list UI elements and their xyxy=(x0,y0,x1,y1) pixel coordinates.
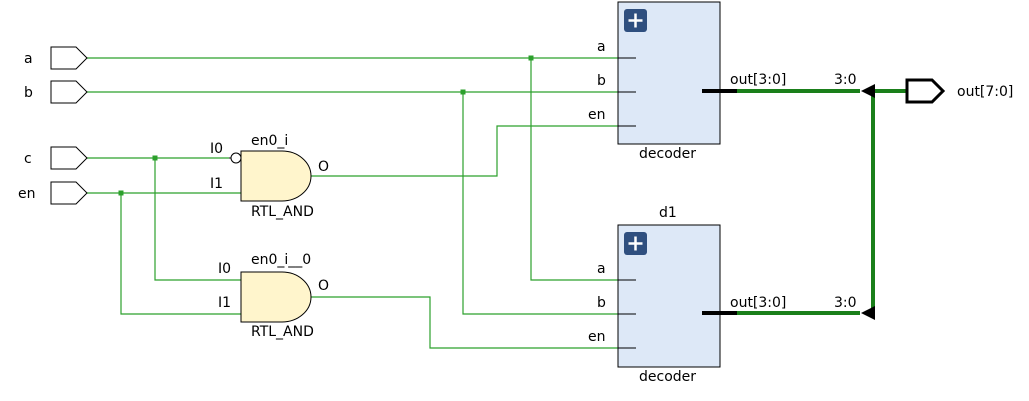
gate-instance-label: en0_i__0 xyxy=(251,252,311,268)
wire-a-to-d1[interactable] xyxy=(530,58,618,281)
wire-en-to-gate2[interactable] xyxy=(120,193,241,315)
block-pin-label-en: en xyxy=(588,107,606,123)
block-module-label: decoder xyxy=(639,369,696,385)
and-gate-icon xyxy=(240,150,312,202)
input-label-b: b xyxy=(24,85,33,101)
gate-instance-label: en0_i xyxy=(251,133,288,149)
block-instance-label: d1 xyxy=(659,205,677,221)
block-pin-label-a: a xyxy=(597,39,606,55)
block-pin-label-out: out[3:0] xyxy=(730,72,786,88)
bus-ripper-arrow-icon xyxy=(861,84,875,98)
input-port-b[interactable]: b xyxy=(24,80,88,104)
gate-pin-label-i0: I0 xyxy=(210,141,223,157)
block-pin-label-b: b xyxy=(597,295,606,311)
wires xyxy=(87,55,906,349)
wire-c-to-gate2[interactable] xyxy=(154,158,241,281)
gate-type-label: RTL_AND xyxy=(251,324,314,340)
junction-dot xyxy=(460,89,466,95)
wire-gate1-out[interactable] xyxy=(311,125,618,177)
bus-ripper-arrow-icon xyxy=(861,306,875,320)
output-label: out[7:0] xyxy=(957,84,1013,100)
bus-slice-label: 3:0 xyxy=(834,72,857,88)
junction-dot xyxy=(118,190,124,196)
wire-b-to-d1[interactable] xyxy=(462,92,618,315)
junction-dot xyxy=(152,155,158,161)
gate-pin-label-i1: I1 xyxy=(210,176,223,192)
input-label-en: en xyxy=(18,186,36,202)
and-gate-en0-i-0[interactable]: en0_i__0 I0 I1 O RTL_AND xyxy=(218,252,329,340)
block-pin-label-en: en xyxy=(588,329,606,345)
input-label-c: c xyxy=(24,151,32,167)
block-pin-label-a: a xyxy=(597,261,606,277)
input-label-a: a xyxy=(24,51,33,67)
and-gate-en0-i[interactable]: en0_i I0 I1 O RTL_AND xyxy=(210,133,329,220)
output-port-out[interactable]: out[7:0] xyxy=(905,78,1013,104)
gate-pin-label-i1: I1 xyxy=(218,295,231,311)
gate-type-label: RTL_AND xyxy=(251,204,314,220)
block-module-label: decoder xyxy=(639,146,696,162)
input-port-a[interactable]: a xyxy=(24,46,88,70)
block-pin-label-out: out[3:0] xyxy=(730,295,786,311)
bus-slice-label: 3:0 xyxy=(834,295,857,311)
input-port-en[interactable]: en xyxy=(18,181,88,205)
gate-pin-label-i0: I0 xyxy=(218,261,231,277)
wire-gate2-out[interactable] xyxy=(311,296,618,349)
block-pin-label-b: b xyxy=(597,73,606,89)
inversion-bubble-icon xyxy=(230,152,242,164)
expand-plus-icon[interactable] xyxy=(624,9,647,32)
gate-pin-label-o: O xyxy=(318,159,329,175)
decoder-block-d1[interactable]: d1 a b en out[3:0] 3:0 decoder xyxy=(588,205,875,385)
gate-pin-label-o: O xyxy=(318,278,329,294)
decoder-block-top[interactable]: a b en out[3:0] 3:0 decoder xyxy=(588,1,875,162)
junction-dot xyxy=(528,55,534,61)
and-gate-icon xyxy=(240,271,312,323)
input-port-c[interactable]: c xyxy=(24,146,88,170)
expand-plus-icon[interactable] xyxy=(624,232,647,255)
